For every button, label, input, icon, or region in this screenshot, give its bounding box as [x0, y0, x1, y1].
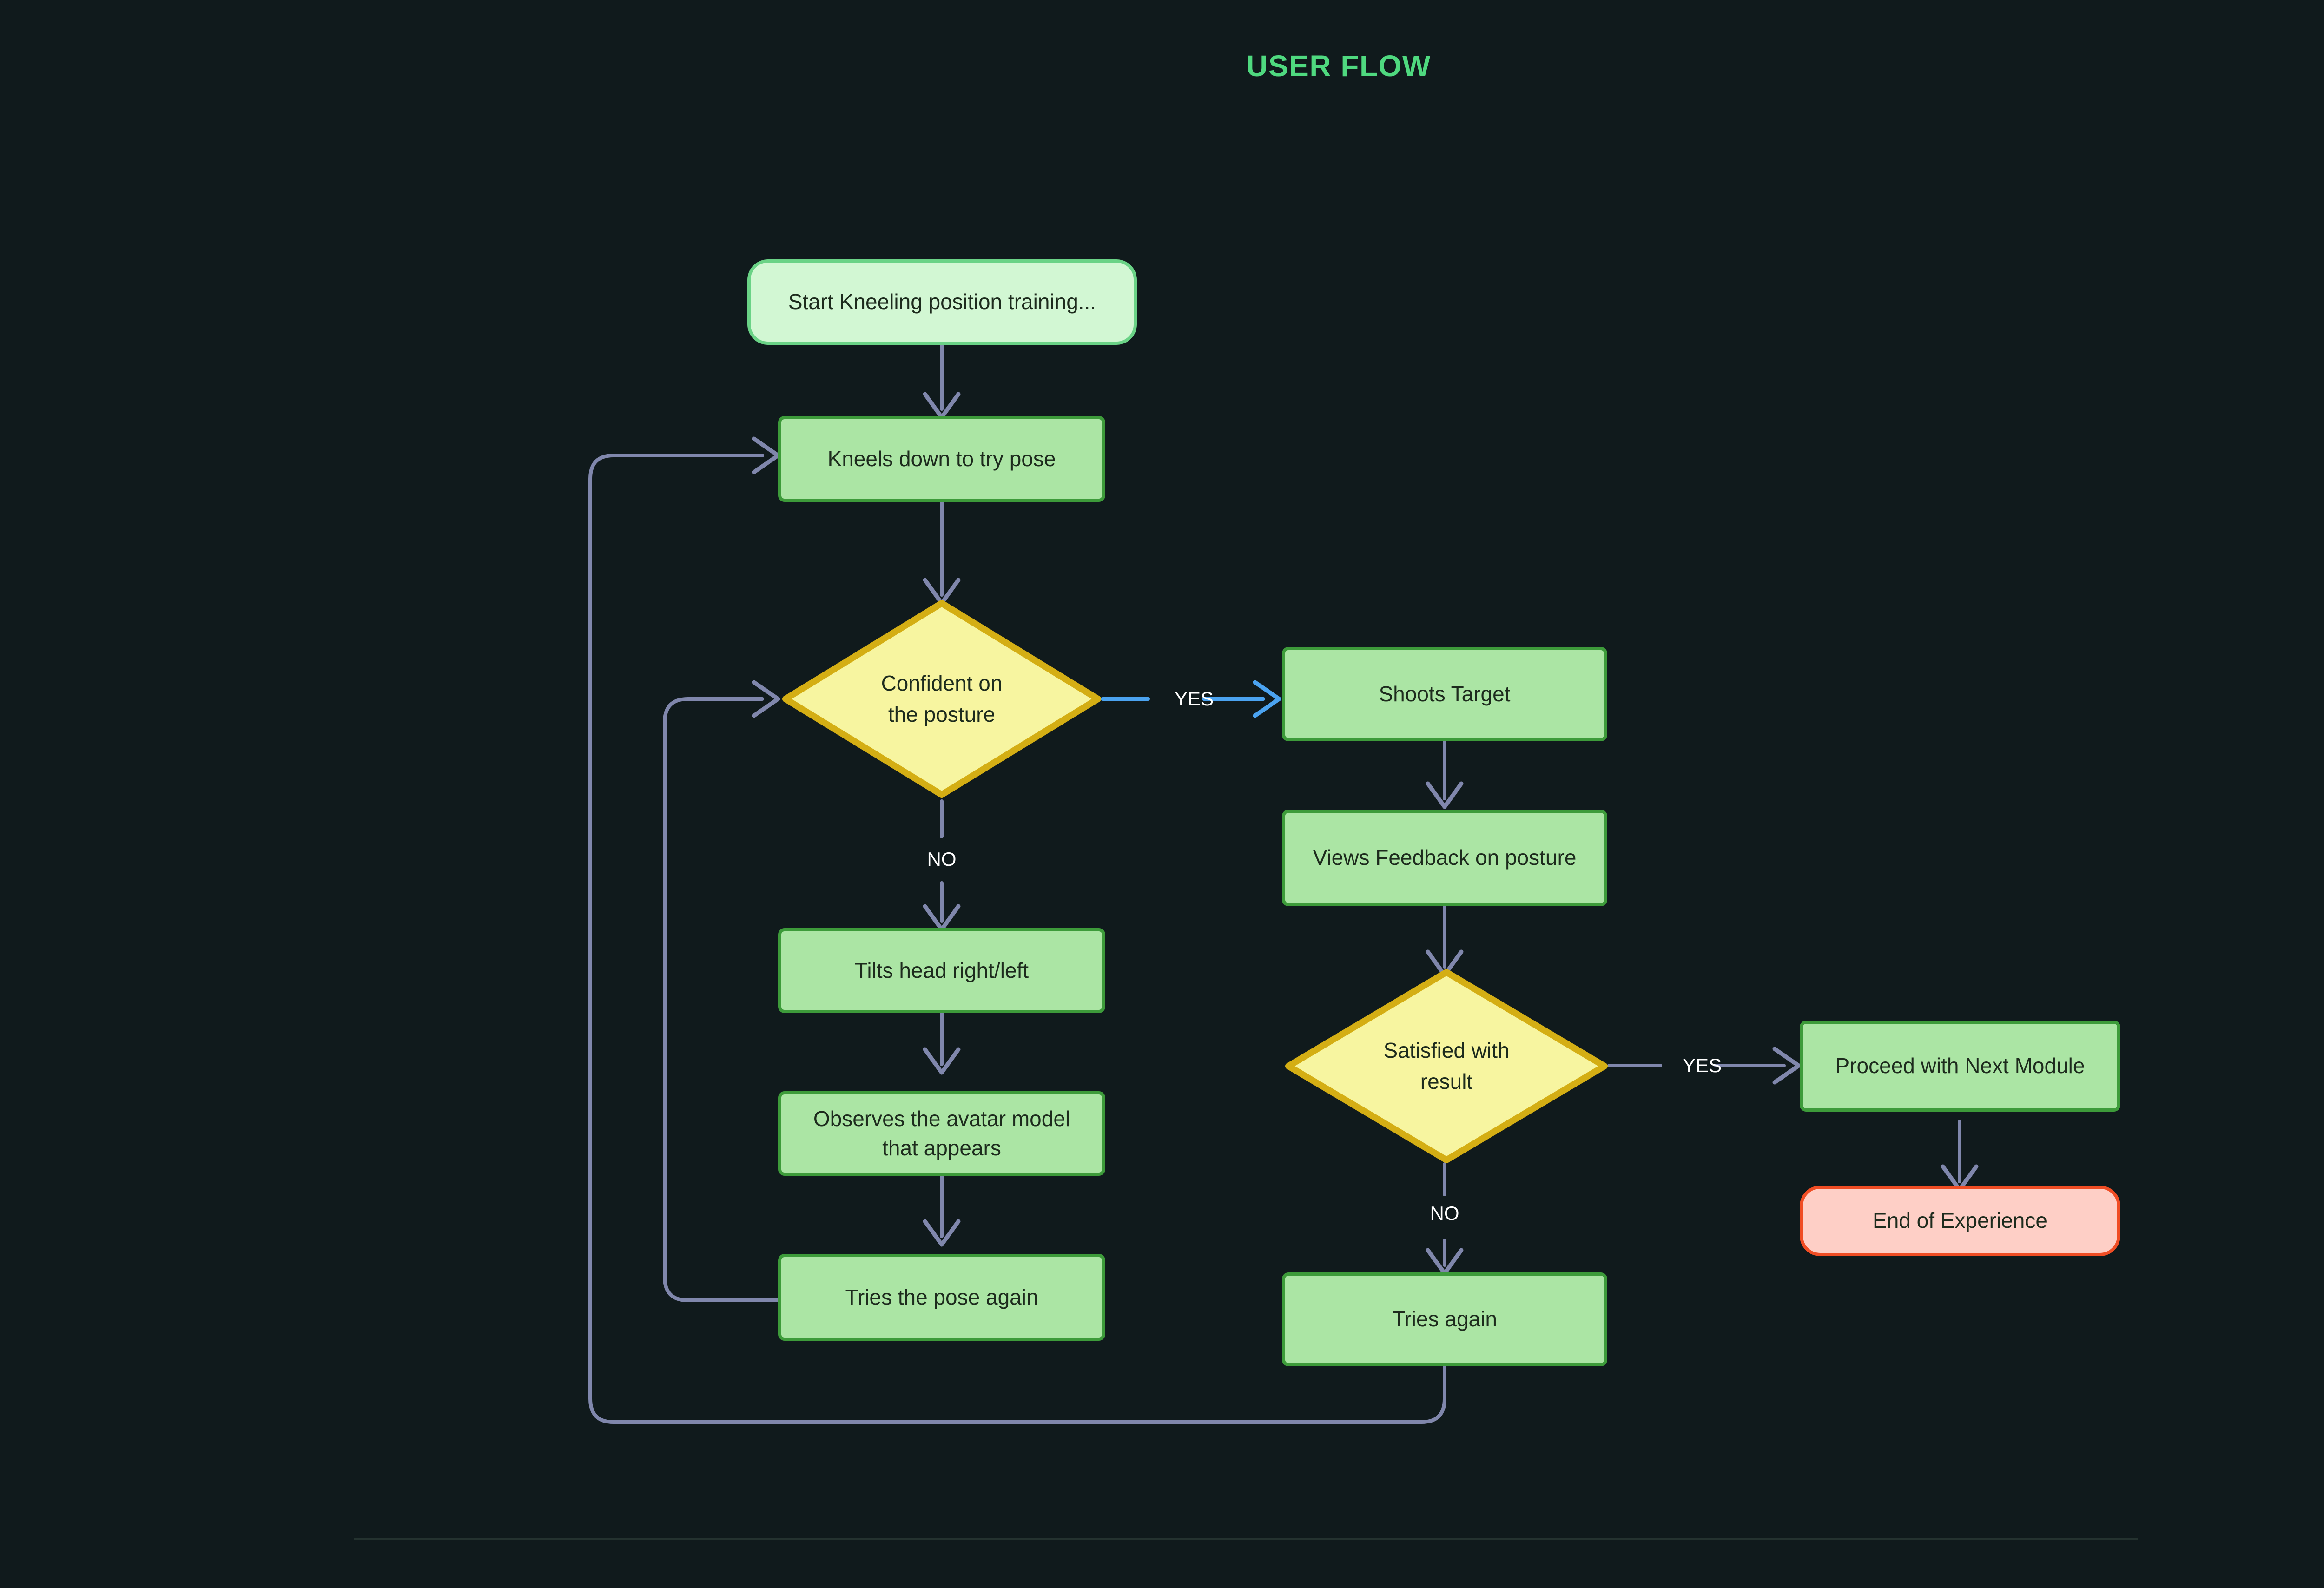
edge-kneels-to-confident	[923, 500, 961, 606]
edge-label-satisfied-yes: YES	[1682, 1054, 1722, 1076]
node-decision-satisfied-with-result[interactable]: Satisfied with result	[1284, 968, 1609, 1165]
node-label: Kneels down to try pose	[827, 446, 1056, 471]
node-label: Tilts head right/left	[854, 958, 1029, 982]
edge-feedback-to-satisfied	[1426, 904, 1464, 977]
diamond-shape	[1285, 969, 1608, 1163]
node-label: Tries again	[1392, 1307, 1497, 1331]
node-label: Views Feedback on posture	[1313, 845, 1577, 870]
node-label: Shoots Target	[1379, 681, 1511, 706]
node-proceed-with-next-module[interactable]: Proceed with Next Module	[1800, 1021, 2120, 1112]
page-title: USER FLOW	[1246, 49, 1431, 83]
node-tilts-head-right-left[interactable]: Tilts head right/left	[778, 928, 1105, 1013]
node-label: Confident on the posture	[881, 671, 1003, 726]
node-decision-confident-on-posture[interactable]: Confident on the posture	[781, 599, 1103, 799]
edge-proceed-to-end	[1941, 1120, 1979, 1192]
edge-observes-to-tries-pose	[923, 1174, 961, 1247]
diamond-shape	[782, 600, 1101, 798]
edge-confident-yes-to-shoots	[1101, 680, 1281, 718]
edge-label-satisfied-no: NO	[1430, 1202, 1459, 1224]
node-observes-avatar-model[interactable]: Observes the avatar model that appears	[778, 1091, 1105, 1176]
node-label: Proceed with Next Module	[1835, 1054, 2085, 1078]
edge-label-confident-no: NO	[927, 848, 957, 870]
node-label: Tries the pose again	[845, 1285, 1038, 1309]
edge-label-confident-yes: YES	[1174, 688, 1214, 710]
edge-tilts-to-observes	[923, 1011, 961, 1075]
edge-shoots-to-feedback	[1426, 739, 1464, 809]
node-kneels-down-to-try-pose[interactable]: Kneels down to try pose	[778, 416, 1105, 502]
edge-start-to-kneels	[923, 343, 961, 420]
node-label: Satisfied with result	[1383, 1038, 1510, 1094]
edge-tries-pose-to-confident-loop	[663, 680, 780, 1302]
node-tries-again[interactable]: Tries again	[1282, 1272, 1607, 1366]
node-label: Start Kneeling position training...	[788, 290, 1096, 314]
node-start-kneeling-training[interactable]: Start Kneeling position training...	[747, 259, 1137, 345]
node-tries-the-pose-again[interactable]: Tries the pose again	[778, 1254, 1105, 1341]
node-label: End of Experience	[1873, 1208, 2047, 1233]
node-label: Observes the avatar model that appears	[813, 1106, 1070, 1160]
node-shoots-target[interactable]: Shoots Target	[1282, 647, 1607, 741]
edge-satisfied-yes-to-proceed	[1607, 1047, 1801, 1085]
node-views-feedback-on-posture[interactable]: Views Feedback on posture	[1282, 810, 1607, 906]
node-end-of-experience[interactable]: End of Experience	[1800, 1186, 2120, 1256]
